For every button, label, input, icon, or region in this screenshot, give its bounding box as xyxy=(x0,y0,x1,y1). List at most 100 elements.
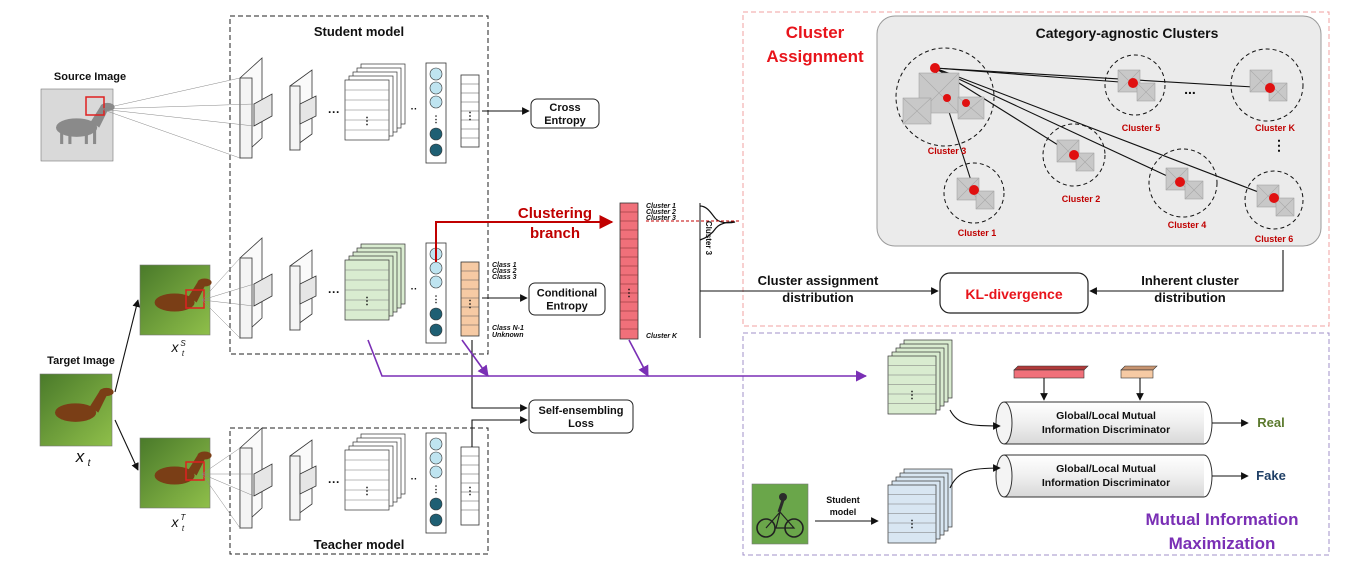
cnn-student-source xyxy=(239,57,447,164)
cluster-center-dot xyxy=(969,185,979,195)
target-teacher-view-horse xyxy=(154,451,212,485)
network-node xyxy=(429,513,443,527)
cnn-student-target xyxy=(239,237,447,344)
cross-entropy-box-text: Cross xyxy=(549,102,580,114)
cnn-ellipsis-2: ·· xyxy=(411,104,418,115)
horse-head xyxy=(197,278,212,287)
discriminator-label: Information Discriminator xyxy=(1042,424,1170,436)
cylinder-body xyxy=(1004,402,1204,444)
cluster-center-dot xyxy=(943,94,951,102)
node-vdots: ⋮ xyxy=(432,484,441,494)
cluster-circle xyxy=(1042,123,1106,187)
cluster-circle xyxy=(1148,148,1218,218)
cluster-circle xyxy=(895,47,995,147)
projection-lines xyxy=(201,447,255,529)
cluster-name-label: Cluster 6 xyxy=(1255,234,1294,244)
node-vdots: ⋮ xyxy=(432,294,441,304)
cluster-bar xyxy=(619,202,639,340)
cluster-link-arrow xyxy=(934,67,1275,200)
feature-vdots: ⋮ xyxy=(362,486,372,497)
network-node xyxy=(429,465,443,479)
cnn-ellipsis: ··· xyxy=(328,105,340,119)
network-node xyxy=(429,323,443,337)
network-node xyxy=(429,497,443,511)
xs-label: x xyxy=(171,339,180,355)
discriminator-label: Global/Local Mutual xyxy=(1056,463,1156,475)
kernel-1 xyxy=(253,93,273,127)
horse-leg xyxy=(60,129,64,145)
projection-line xyxy=(100,108,241,159)
teacher-model-label: Teacher model xyxy=(314,537,405,552)
cluster-bar-label: Cluster 3 xyxy=(646,215,676,222)
teacher-logits xyxy=(460,446,480,526)
source-image-horse xyxy=(56,102,115,145)
cluster-assignment-box xyxy=(742,11,1330,327)
bike-rider-body xyxy=(777,499,785,513)
cluster-photo-cross xyxy=(1075,152,1095,172)
conditional-entropy-box xyxy=(528,282,606,316)
self-ensembling-box xyxy=(528,399,634,434)
xs-sub: t xyxy=(182,349,185,358)
mi-feature-map xyxy=(887,355,937,415)
xT-label: x xyxy=(171,514,180,530)
cluster-assignment-title-1: Cluster xyxy=(786,23,845,42)
feature-vdots: ⋮ xyxy=(362,116,372,127)
teacher-to-self-ensembling-arrow xyxy=(471,416,528,447)
projection-lines xyxy=(100,77,255,159)
discriminator-real xyxy=(995,401,1213,445)
target-image-horse xyxy=(55,387,114,422)
kl-divergence-label: KL-divergence xyxy=(965,286,1062,302)
horse-head xyxy=(99,387,114,397)
kl-divergence-box xyxy=(939,272,1089,314)
bike-frame xyxy=(765,511,796,529)
projection-line xyxy=(201,473,255,497)
horse-leg xyxy=(93,129,97,145)
cluster-photo-cross xyxy=(1136,82,1156,102)
projection-line xyxy=(201,299,241,339)
cross-entropy-box xyxy=(530,98,600,129)
network-node xyxy=(429,437,443,451)
teacher-crop-box xyxy=(185,461,205,481)
mi-class-bar xyxy=(1120,369,1154,379)
cylinder-edge xyxy=(1004,401,1204,445)
cluster-name-label: Cluster 1 xyxy=(958,228,997,238)
target-to-student-arrow xyxy=(114,299,141,393)
cluster-center-dot xyxy=(962,99,970,107)
cnn-ellipsis: ··· xyxy=(328,285,340,299)
conv-slab-1-face xyxy=(239,77,253,159)
target-to-teacher-arrow xyxy=(114,419,139,471)
horse-leg xyxy=(68,129,72,145)
clustering-branch-arrow xyxy=(435,215,614,262)
projection-line xyxy=(100,77,241,110)
mutual-info-box xyxy=(742,332,1330,556)
cylinder-body xyxy=(1004,455,1204,497)
cluster-circle xyxy=(943,162,1005,224)
bike-rider-head xyxy=(779,493,787,501)
cnn-ellipsis: ··· xyxy=(328,475,340,489)
inherent-distribution-label-1: Inherent cluster xyxy=(1141,273,1239,288)
discriminator-label: Information Discriminator xyxy=(1042,477,1170,489)
cluster-link-arrow xyxy=(934,67,1181,183)
cluster-photo-cross xyxy=(957,96,985,120)
mi-student-label-2: model xyxy=(830,507,857,517)
self-ensembling-box-text: Loss xyxy=(568,418,594,430)
teacher-model-box xyxy=(229,427,489,555)
teacher-logits-vdots: ⋮ xyxy=(465,486,475,497)
network-node xyxy=(429,261,443,275)
network-node xyxy=(429,127,443,141)
kernel-2 xyxy=(299,95,317,125)
kernel-2 xyxy=(299,275,317,305)
xt-sub: t xyxy=(88,458,92,469)
xT-sub: t xyxy=(182,524,185,533)
mi-cluster-bar xyxy=(1013,369,1085,379)
features-to-mi-arrow xyxy=(367,339,868,382)
cnn-teacher xyxy=(239,427,447,534)
cylinder-cap-left xyxy=(995,401,1013,445)
source-features-to-disc-arrow xyxy=(949,464,1001,489)
network-node xyxy=(429,81,443,95)
cluster-center-dot xyxy=(1175,177,1185,187)
student-to-self-ensembling-arrow xyxy=(471,340,528,412)
network-node xyxy=(429,143,443,157)
horse-body xyxy=(154,293,195,312)
